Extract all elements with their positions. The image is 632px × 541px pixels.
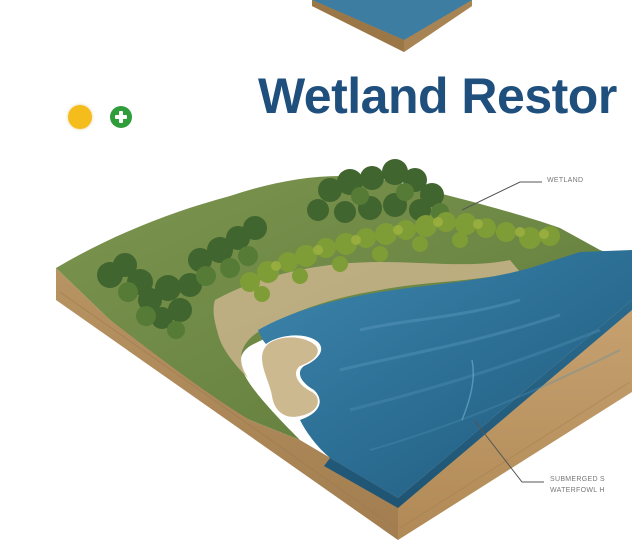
upper-block-fragment bbox=[312, 0, 472, 52]
wetland-leader-line bbox=[461, 181, 542, 211]
callout-lines bbox=[461, 181, 544, 483]
wetland-label: WETLAND bbox=[547, 177, 584, 184]
submerged-label-line1: SUBMERGED S bbox=[550, 476, 606, 483]
submerged-leader-line bbox=[473, 419, 544, 483]
add-button[interactable] bbox=[110, 106, 132, 128]
submerged-label-line2: WATERFOWL H bbox=[550, 487, 605, 494]
status-dot[interactable] bbox=[68, 105, 92, 129]
diagram-title: Wetland Restor bbox=[258, 68, 617, 124]
wetland-vegetation bbox=[97, 159, 560, 339]
water-surface bbox=[258, 250, 632, 508]
